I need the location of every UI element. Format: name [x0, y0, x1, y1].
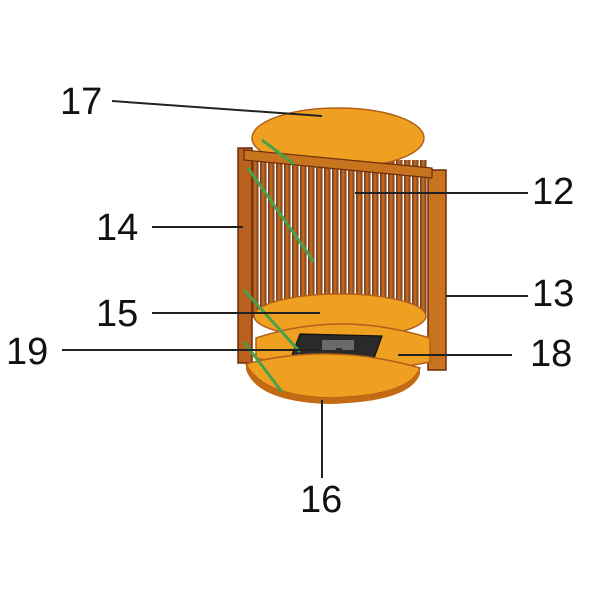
callout-19: 19 — [6, 331, 48, 373]
slat — [252, 160, 259, 318]
brace-upper — [246, 167, 316, 263]
slat — [348, 160, 355, 318]
slat — [356, 160, 363, 318]
callout-18: 18 — [530, 333, 572, 375]
slat — [332, 160, 339, 318]
brace-top — [261, 138, 295, 166]
slat — [308, 160, 315, 318]
left-post — [237, 147, 253, 364]
slat — [372, 160, 379, 318]
slat — [292, 160, 299, 318]
slat — [260, 160, 267, 318]
callout-12: 12 — [532, 171, 574, 213]
callout-15: 15 — [96, 293, 138, 335]
slat — [268, 160, 275, 318]
slat — [284, 160, 291, 318]
brace-lower — [242, 288, 302, 354]
slat — [380, 160, 387, 318]
slat — [340, 160, 347, 318]
slat — [316, 160, 323, 318]
slat — [324, 160, 331, 318]
right-post — [427, 169, 447, 371]
slat — [412, 160, 419, 318]
leader-17 — [111, 100, 323, 117]
slat — [404, 160, 411, 318]
slat — [276, 160, 283, 318]
callout-17: 17 — [60, 81, 102, 123]
top-rail — [243, 149, 433, 179]
slat — [388, 160, 395, 318]
slat-wall — [252, 160, 427, 318]
slat — [396, 160, 403, 318]
slat — [364, 160, 371, 318]
callout-16: 16 — [300, 479, 342, 521]
slat — [300, 160, 307, 318]
slat — [420, 160, 427, 318]
grate-slot — [322, 340, 354, 350]
callout-13: 13 — [532, 273, 574, 315]
bottom-disc-edge — [246, 364, 420, 404]
callout-14: 14 — [96, 207, 138, 249]
